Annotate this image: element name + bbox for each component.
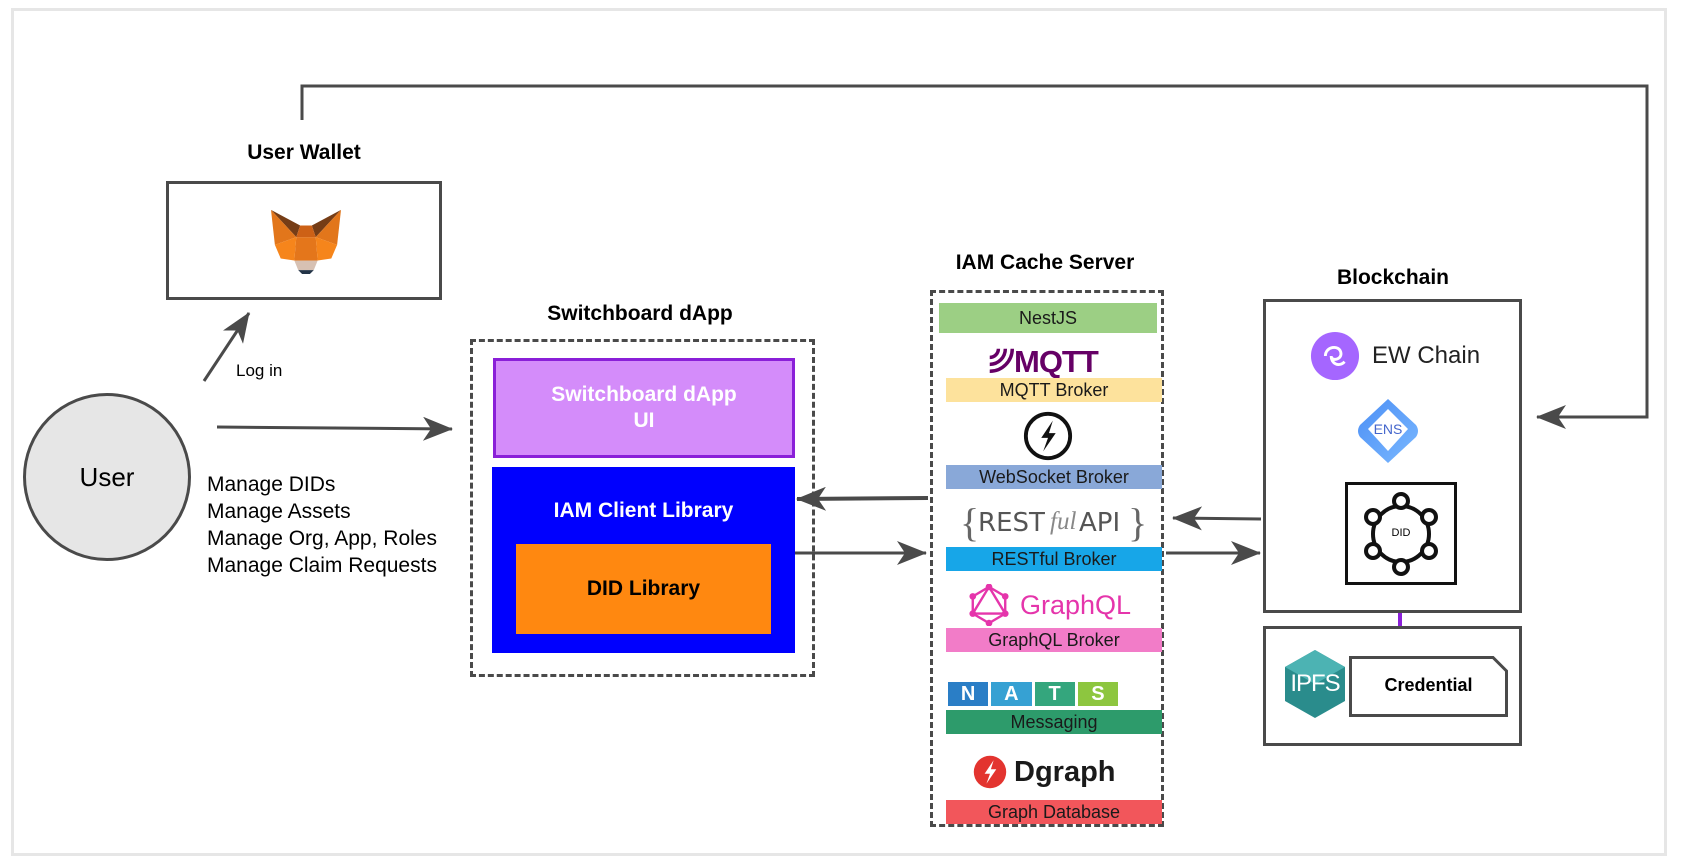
- user-to-dapp-arrow: [216, 416, 453, 441]
- dgraph-logo-text: Dgraph: [1014, 756, 1116, 788]
- switchboard-ui-label-line1: Switchboard dApp: [551, 383, 737, 406]
- mqtt-logo-text: MQTT: [1014, 344, 1099, 379]
- manage-item: Manage Claim Requests: [207, 554, 437, 577]
- user-label: User: [79, 461, 135, 492]
- iam-client-library-box[interactable]: IAM Client Library DID Library: [492, 467, 795, 653]
- diagram-frame: [11, 8, 1667, 856]
- cache-to-client-arrow: [796, 486, 929, 511]
- credential-label: Credential: [1384, 675, 1473, 695]
- cache-server-title: IAM Cache Server: [955, 251, 1135, 274]
- ew-chain-logo: EW Chain: [1310, 331, 1490, 383]
- nats-logo: N A T S: [948, 682, 1118, 706]
- ipfs-icon: [1285, 650, 1345, 718]
- restful-logo-api: API: [1079, 508, 1121, 538]
- login-label: Log in: [236, 361, 283, 380]
- manage-item: Manage Org, App, Roles: [207, 527, 437, 550]
- manage-item: Manage Assets: [207, 500, 351, 523]
- graphql-icon: [969, 584, 1009, 626]
- credential-document-shape: [1349, 656, 1508, 717]
- did-library-label: DID Library: [586, 577, 701, 600]
- restful-logo-rest: REST: [978, 508, 1045, 538]
- mqtt-band: MQTT Broker: [946, 378, 1162, 402]
- dgraph-logo: Dgraph: [972, 754, 1122, 794]
- websocket-band: WebSocket Broker: [946, 465, 1162, 489]
- blockchain-title: Blockchain: [1336, 266, 1450, 289]
- nats-letter: S: [1077, 682, 1118, 706]
- ipfs-logo: IPFS: [1283, 648, 1347, 720]
- user-circle[interactable]: User: [23, 393, 191, 561]
- ens-label: ENS: [1373, 421, 1403, 437]
- manage-list: Manage DIDs Manage Assets Manage Org, Ap…: [207, 471, 437, 579]
- did-label: DID: [1391, 527, 1411, 539]
- ens-logo: ENS: [1354, 397, 1422, 465]
- restful-brace-open: {: [960, 500, 980, 545]
- did-network-icon: [1364, 492, 1438, 576]
- nats-letter: A: [991, 682, 1032, 706]
- graphql-logo: GraphQL: [968, 584, 1143, 628]
- did-library-box[interactable]: DID Library: [516, 544, 771, 634]
- blockchain-to-cache-arrow: [1172, 506, 1262, 531]
- metamask-fox-icon: [271, 209, 341, 275]
- login-arrow: [202, 312, 251, 382]
- did-box[interactable]: DID: [1345, 482, 1457, 585]
- graphql-logo-text: GraphQL: [1020, 590, 1132, 620]
- nats-letter: N: [948, 682, 989, 706]
- manage-item: Manage DIDs: [207, 473, 336, 496]
- dgraph-band: Graph Database: [946, 800, 1162, 824]
- ew-chain-label: EW Chain: [1372, 342, 1481, 369]
- ipfs-label: IPFS: [1290, 670, 1340, 697]
- switchboard-ui-box[interactable]: Switchboard dApp UI: [493, 358, 795, 458]
- user-wallet-box[interactable]: [166, 181, 442, 300]
- cache-server-container: [930, 290, 1164, 827]
- mqtt-logo: MQTT: [988, 344, 1118, 379]
- dgraph-icon: [973, 755, 1007, 789]
- nats-band: Messaging: [946, 710, 1162, 734]
- mqtt-waves-icon: [989, 348, 1014, 373]
- restful-api-logo: { REST ful API }: [960, 500, 1148, 545]
- nats-letter: T: [1034, 682, 1075, 706]
- wallet-to-blockchain-line: [300, 84, 1649, 429]
- ens-icon: [1358, 399, 1418, 463]
- ew-chain-icon: [1310, 331, 1360, 381]
- switchboard-container: [470, 339, 815, 677]
- restful-band: RESTful Broker: [946, 547, 1162, 571]
- iam-client-library-label: IAM Client Library: [553, 499, 734, 522]
- nestjs-band: NestJS: [939, 303, 1157, 333]
- websocket-icon: [1023, 411, 1073, 461]
- restful-logo-ful: ful: [1050, 508, 1077, 535]
- graphql-band: GraphQL Broker: [946, 628, 1162, 652]
- switchboard-ui-label-line2: UI: [633, 409, 655, 432]
- switchboard-title: Switchboard dApp: [547, 302, 733, 325]
- user-wallet-title: User Wallet: [247, 141, 361, 164]
- restful-brace-close: }: [1128, 500, 1148, 545]
- credential-box[interactable]: Credential: [1349, 656, 1508, 717]
